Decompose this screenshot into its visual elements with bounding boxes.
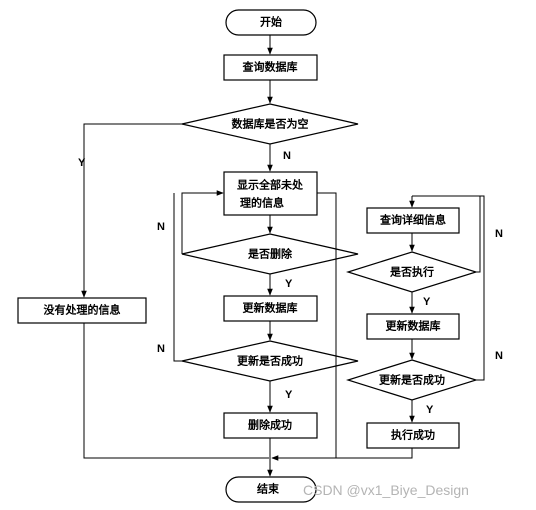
query-detail-label: 查询详细信息	[380, 213, 446, 227]
update-db-right-label: 更新数据库	[386, 319, 441, 333]
edge-label-n-delete: N	[157, 221, 165, 233]
edge-label-y-db-empty: Y	[78, 157, 86, 169]
execute-ok-box	[366, 422, 460, 449]
update-db-right-box	[366, 313, 460, 340]
is-delete-label: 是否删除	[247, 247, 293, 261]
start-terminal	[225, 9, 317, 36]
edge-label-y-update-right: Y	[426, 404, 434, 416]
edge-label-y-execute: Y	[423, 296, 431, 308]
end-terminal	[225, 476, 317, 503]
query-db-label: 查询数据库	[243, 60, 298, 74]
start-label: 开始	[260, 15, 282, 29]
edge-label-n-db-empty: N	[283, 150, 291, 162]
db-empty-label: 数据库是否为空	[232, 117, 309, 131]
delete-ok-label: 删除成功	[248, 418, 292, 432]
update-db-left-label: 更新数据库	[243, 301, 298, 315]
edge-label-n-update-right: N	[495, 350, 503, 362]
update-ok-left-label: 更新是否成功	[237, 354, 303, 368]
edge-label-y-delete: Y	[285, 278, 293, 290]
no-records-box	[17, 297, 147, 324]
show-all-label-line1: 显示全部未处	[237, 178, 304, 192]
query-detail-box	[366, 207, 460, 234]
delete-ok-box	[223, 412, 318, 439]
edge-label-n-update-left: N	[157, 343, 165, 355]
is-execute-label: 是否执行	[389, 265, 434, 279]
watermark-text: CSDN @vx1_Biye_Design	[303, 482, 469, 498]
end-label: 结束	[256, 482, 280, 496]
edge-label-n-execute: N	[495, 228, 503, 240]
no-records-label: 没有处理的信息	[44, 303, 121, 317]
show-all-label-line2: 理的信息	[240, 196, 284, 210]
connectors	[81, 35, 485, 477]
edge-label-y-update-left: Y	[285, 389, 293, 401]
execute-ok-label: 执行成功	[391, 428, 435, 442]
update-ok-right-label: 更新是否成功	[379, 373, 445, 387]
query-db-box	[223, 54, 318, 81]
